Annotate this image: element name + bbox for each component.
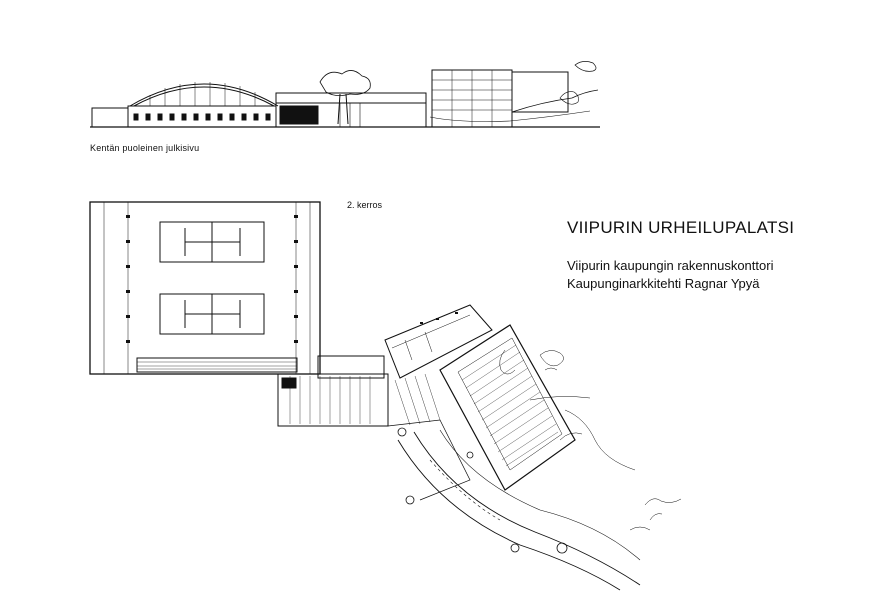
elevation-drawing bbox=[90, 61, 600, 128]
elevation-caption: Kentän puoleinen julkisivu bbox=[90, 143, 200, 153]
architect-name: Kaupunginarkkitehti Ragnar Ypyä bbox=[567, 276, 760, 291]
floor-label: 2. kerros bbox=[347, 200, 383, 210]
drawing-title: VIIPURIN URHEILUPALATSI bbox=[567, 218, 795, 237]
office-name: Viipurin kaupungin rakennuskonttori bbox=[567, 258, 774, 273]
